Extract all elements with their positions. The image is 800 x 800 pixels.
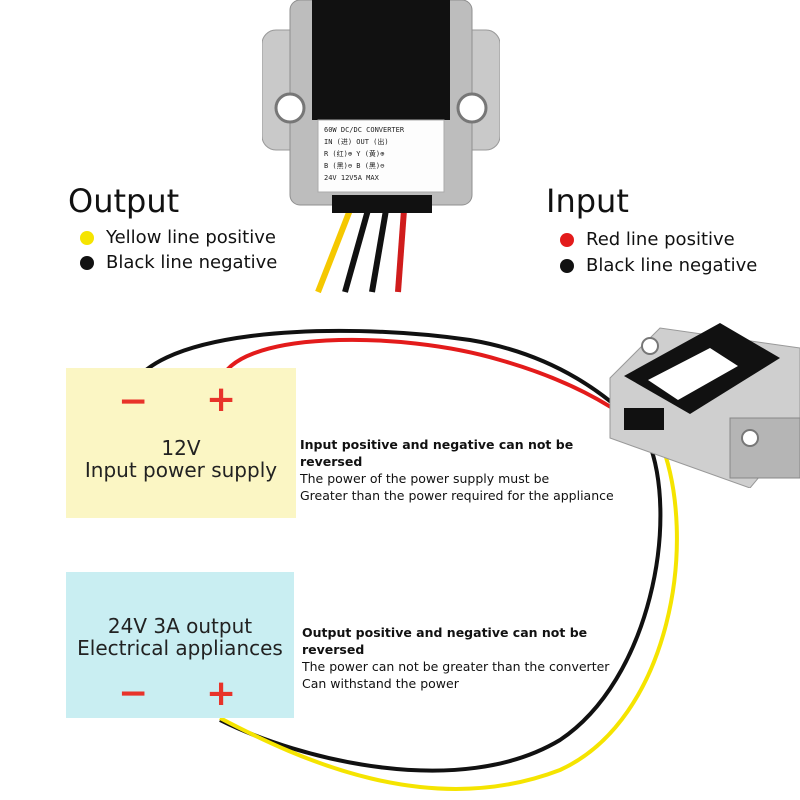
black-dot-icon (80, 255, 94, 270)
input-voltage-label: 12V (161, 436, 201, 460)
output-minus-sign: − (118, 673, 149, 714)
input-supply-label: Input power supply (84, 458, 278, 482)
input-minus-sign: − (118, 381, 149, 422)
top-red-wire (395, 209, 407, 293)
top-black-wire-2 (369, 209, 389, 293)
output-note: Output positive and negative can not be … (302, 625, 610, 691)
black-dot-icon (560, 258, 574, 273)
output-legend-title: Output (68, 182, 180, 220)
input-legend-item-red: Red line positive (560, 229, 735, 250)
yellow-dot-icon (80, 230, 94, 245)
output-appliance-label: Electrical appliances (77, 636, 283, 660)
input-legend-item-black: Black line negative (560, 255, 757, 276)
input-note: Input positive and negative can not be r… (300, 437, 614, 503)
top-converter-device: 60W DC/DC CONVERTER IN (进) OUT (出) R (红)… (261, 0, 501, 215)
top-black-wire-1 (342, 209, 371, 293)
side-converter-device (600, 318, 800, 489)
output-legend-item-black: Black line negative (80, 252, 277, 273)
red-dot-icon (560, 232, 574, 247)
input-power-supply-box: − + 12V Input power supply (66, 368, 296, 518)
output-plus-sign: + (206, 673, 237, 714)
output-legend-item-yellow: Yellow line positive (80, 227, 276, 248)
output-rating-label: 24V 3A output (107, 614, 253, 638)
input-plus-sign: + (206, 379, 237, 420)
top-yellow-wire (315, 208, 353, 294)
input-legend-title: Input (546, 182, 629, 220)
output-appliances-box: 24V 3A output Electrical appliances − + (66, 572, 294, 718)
device-label: 60W DC/DC CONVERTER IN (进) OUT (出) R (红)… (324, 126, 405, 182)
